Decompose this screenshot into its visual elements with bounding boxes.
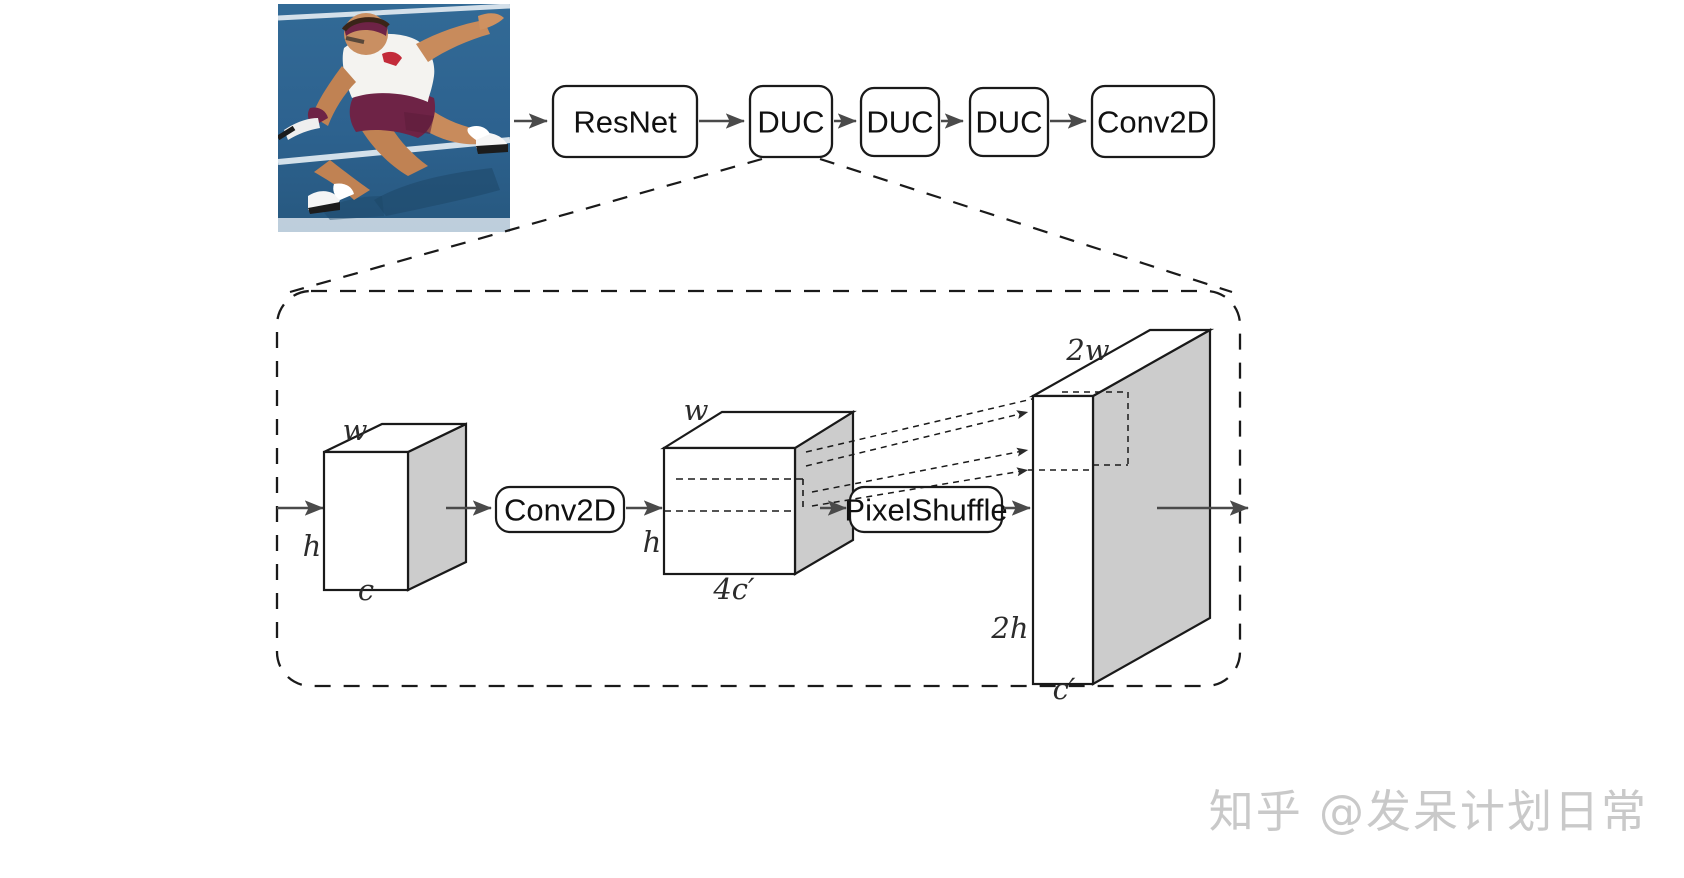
zhihu-watermark: 知乎 @发呆计划日常 bbox=[1208, 785, 1648, 838]
pipeline-node-conv2d-out[interactable]: Conv2D bbox=[1090, 84, 1216, 159]
tensor-input: w h c bbox=[303, 413, 468, 607]
pipeline-node-duc1[interactable]: DUC bbox=[748, 84, 834, 159]
expansion-guides bbox=[289, 157, 1233, 294]
tensor-mid-height-label: h bbox=[643, 525, 662, 559]
duc-detail-panel bbox=[275, 289, 1242, 688]
tensor-mid: w h 4c′ bbox=[643, 393, 857, 606]
tensor-mid-depth-label: 4c′ bbox=[712, 572, 755, 606]
pipeline-node-resnet[interactable]: ResNet bbox=[551, 84, 699, 159]
tensor-output-depth-label: c′ bbox=[1053, 672, 1076, 706]
detail-block-conv2d[interactable]: Conv2D bbox=[494, 485, 626, 534]
pipeline-node-duc1-label: DUC bbox=[757, 105, 824, 140]
pipeline-node-resnet-label: ResNet bbox=[573, 105, 677, 140]
pipeline-node-conv2d-out-label: Conv2D bbox=[1097, 105, 1209, 140]
tensor-output: 2w 2h c′ bbox=[990, 328, 1215, 706]
duc-detail-content: w h c Conv2D bbox=[277, 328, 1249, 706]
detail-block-conv2d-label: Conv2D bbox=[504, 493, 616, 528]
pipeline-node-duc2-label: DUC bbox=[866, 105, 933, 140]
tensor-input-width-label: w bbox=[343, 413, 368, 447]
pipeline-node-duc3[interactable]: DUC bbox=[968, 86, 1050, 158]
tensor-output-width-label: 2w bbox=[1065, 333, 1109, 367]
tennis-player-photo bbox=[278, 4, 510, 232]
pipeline-node-duc2[interactable]: DUC bbox=[859, 86, 941, 158]
detail-block-pixelshuffle-label: PixelShuffle bbox=[844, 493, 1007, 528]
tennis-player-photo-art bbox=[278, 4, 510, 232]
tensor-mid-width-label: w bbox=[684, 393, 709, 427]
pixel-shuffle-mapping-arrows bbox=[805, 390, 1063, 507]
tensor-input-depth-label: c bbox=[358, 573, 374, 607]
pipeline-node-duc3-label: DUC bbox=[975, 105, 1042, 140]
tensor-input-height-label: h bbox=[303, 529, 322, 563]
pipeline-row: ResNet DUC DUC DUC bbox=[514, 84, 1216, 159]
tensor-output-height-label: 2h bbox=[990, 611, 1028, 645]
detail-block-pixelshuffle[interactable]: PixelShuffle bbox=[844, 485, 1008, 534]
